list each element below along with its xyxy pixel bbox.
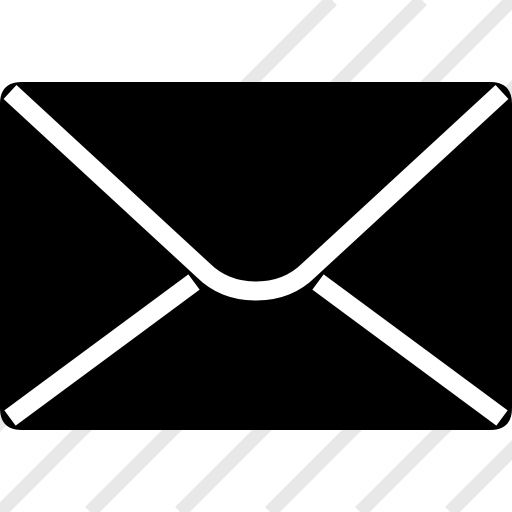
envelope-fold-right xyxy=(312,274,508,426)
envelope-flap-line xyxy=(3,85,509,301)
envelope-body xyxy=(0,82,512,430)
envelope-fold-left xyxy=(4,274,200,426)
